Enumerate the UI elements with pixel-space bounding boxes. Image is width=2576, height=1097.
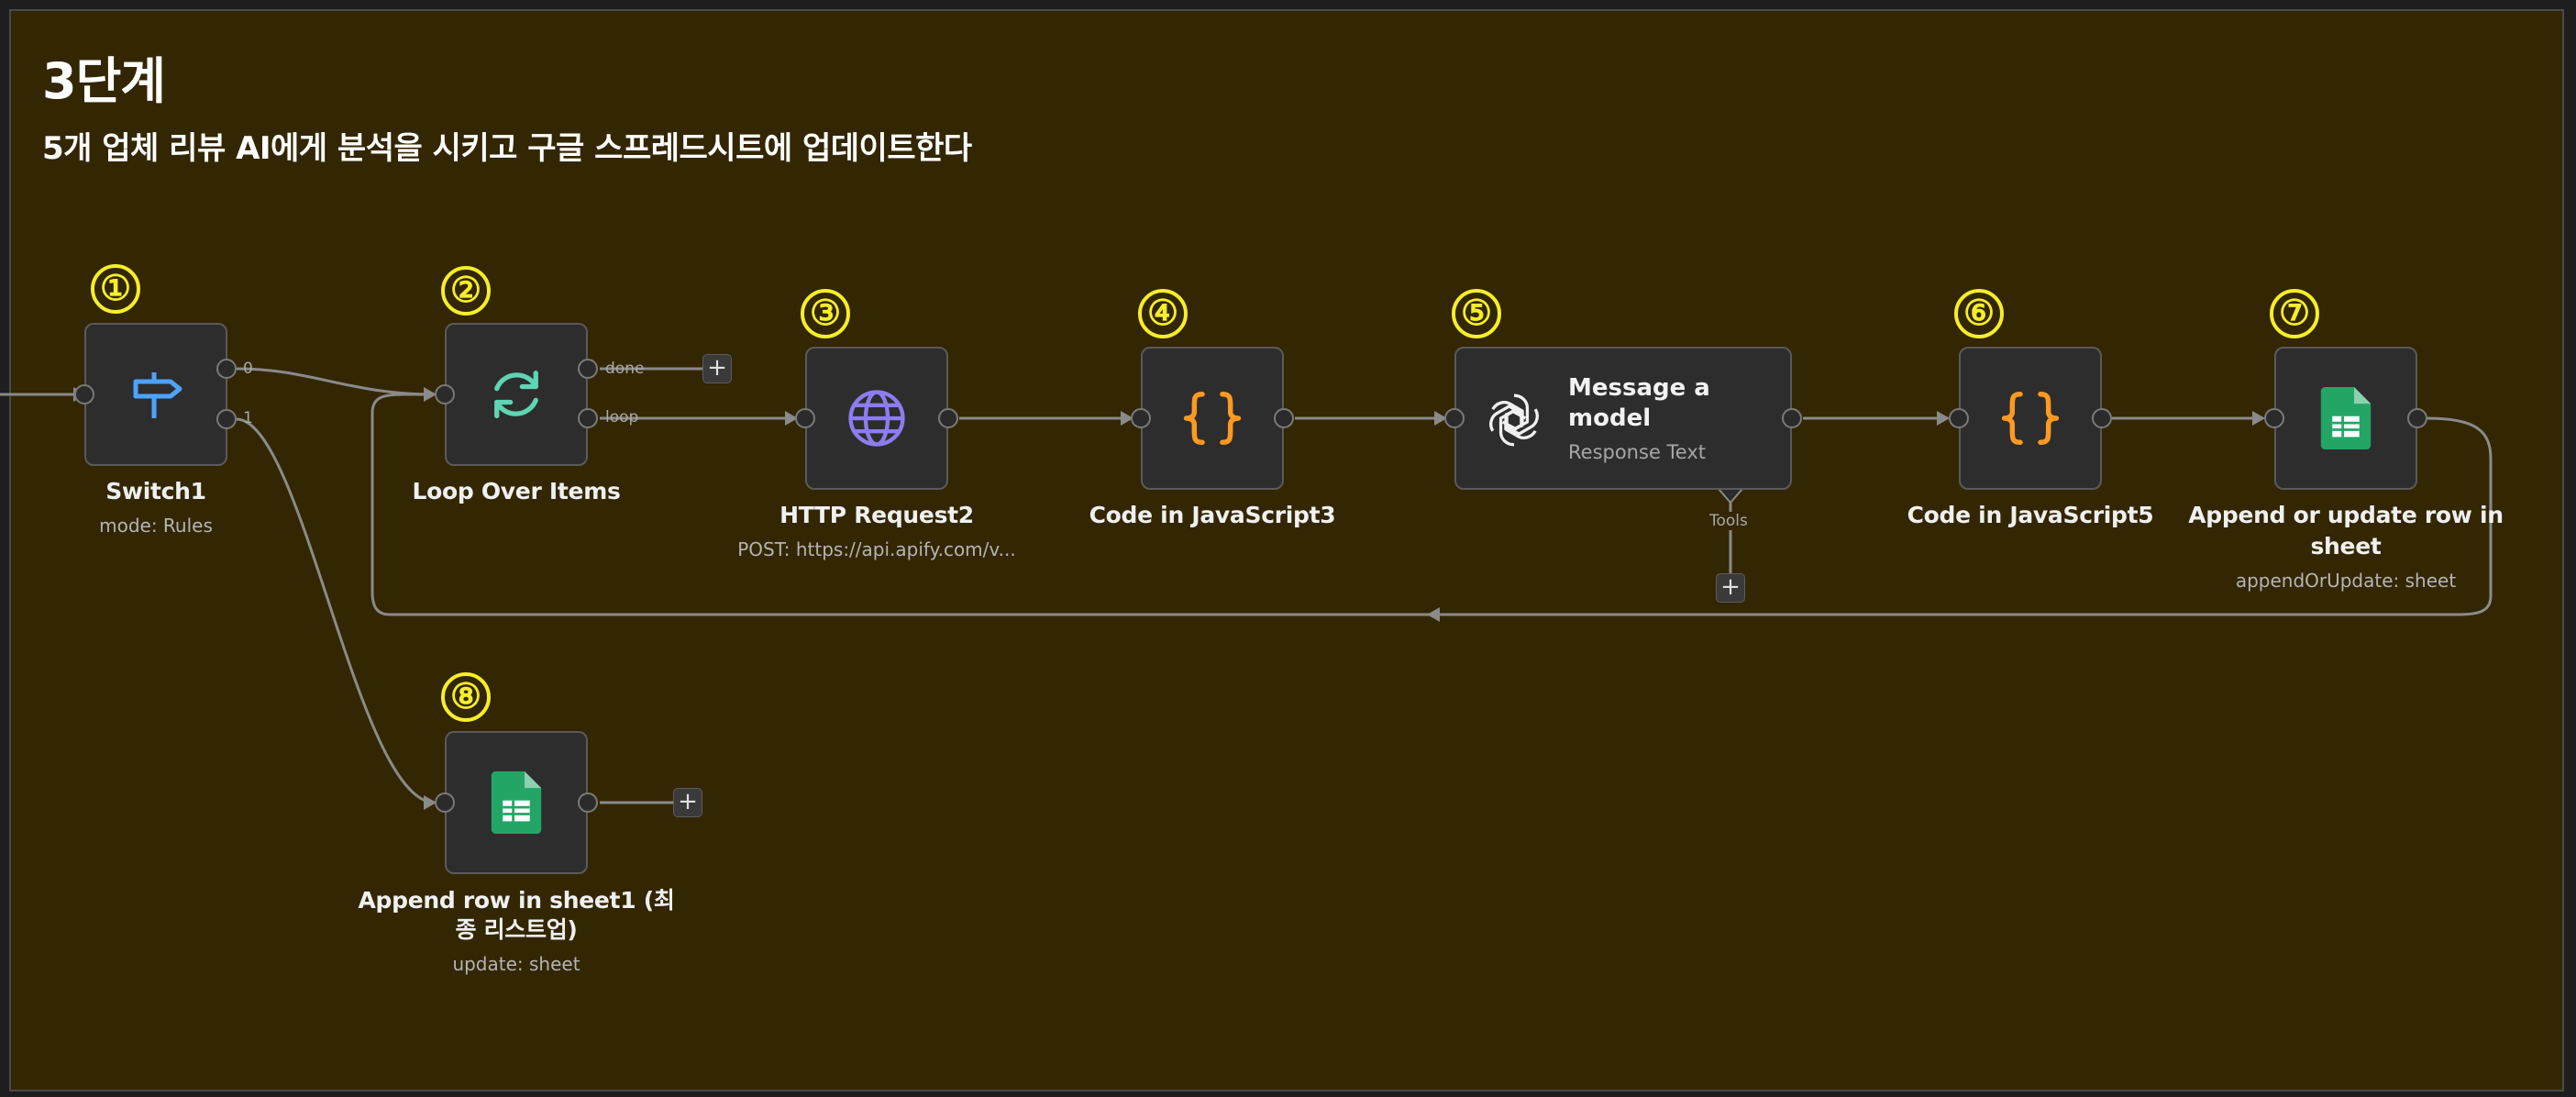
globe-icon xyxy=(848,390,905,447)
switch-node-sublabel: mode: Rules xyxy=(99,515,213,537)
model-output-handle[interactable] xyxy=(1782,408,1802,428)
sticky-note[interactable]: 3단계 5개 업체 리뷰 AI에게 분석을 시키고 구글 스프레드시트에 업데이… xyxy=(9,9,2564,1091)
sticky-subtitle: 5개 업체 리뷰 AI에게 분석을 시키고 구글 스프레드시트에 업데이트한다 xyxy=(42,130,972,167)
wire-loop-back xyxy=(370,393,2493,616)
append-row-label-line1: Append row in sheet1 (최 xyxy=(358,887,675,914)
loop-arrows-icon xyxy=(494,370,538,419)
append-row-node[interactable] xyxy=(445,731,588,874)
code-js5-node[interactable] xyxy=(1959,347,2102,490)
loop-output-loop-handle[interactable] xyxy=(578,408,598,428)
switch-output-0-handle[interactable] xyxy=(216,359,237,379)
curly-braces-icon xyxy=(1183,392,1242,445)
wire-switch-append xyxy=(236,417,436,804)
code5-input-handle[interactable] xyxy=(1949,408,1969,428)
http-output-handle[interactable] xyxy=(938,408,958,428)
loop-node-label: Loop Over Items xyxy=(412,478,621,504)
model-tools-add-button[interactable]: + xyxy=(1716,573,1745,603)
append-update-output-handle[interactable] xyxy=(2407,408,2427,428)
append-update-label-line1: Append or update row in xyxy=(2188,502,2504,528)
code3-node-label: Code in JavaScript3 xyxy=(1089,502,1336,528)
step-badge-6: ⑥ xyxy=(1954,289,2004,338)
google-sheets-icon xyxy=(491,771,542,834)
append-update-input-handle[interactable] xyxy=(2264,408,2284,428)
append-update-label-line2: sheet xyxy=(2310,533,2382,560)
append-row-label-line2: 종 리스트업) xyxy=(455,916,578,943)
switch-node[interactable] xyxy=(84,323,227,466)
switch-output-1-label: 1 xyxy=(243,409,253,427)
switch-node-label: Switch1 xyxy=(105,478,206,504)
switch-output-1-handle[interactable] xyxy=(216,409,237,429)
curly-braces-icon xyxy=(2001,392,2060,445)
http-input-handle[interactable] xyxy=(795,408,815,428)
loop-done-add-button[interactable]: + xyxy=(702,354,732,383)
code5-output-handle[interactable] xyxy=(2092,408,2112,428)
openai-icon xyxy=(1489,393,1539,447)
google-sheets-icon xyxy=(2320,387,2371,449)
switch-input-handle[interactable] xyxy=(74,384,94,404)
model-title-line1: Message a xyxy=(1568,374,1710,402)
loop-input-handle[interactable] xyxy=(435,384,455,404)
model-sublabel: Response Text xyxy=(1568,441,1707,463)
http-node-sublabel: POST: https://api.apify.com/v... xyxy=(737,538,1016,560)
loop-output-done-label: done xyxy=(605,360,645,378)
http-request-node[interactable] xyxy=(805,347,948,490)
step-badge-8: ⑧ xyxy=(441,672,491,722)
wire-switch-loop xyxy=(236,367,436,396)
code3-input-handle[interactable] xyxy=(1131,408,1151,428)
model-input-handle[interactable] xyxy=(1444,408,1465,428)
step-badge-4: ④ xyxy=(1138,289,1188,338)
signpost-icon xyxy=(133,372,182,418)
append-update-sublabel: appendOrUpdate: sheet xyxy=(2235,570,2457,592)
append-row-sublabel: update: sheet xyxy=(452,953,580,975)
loop-node[interactable] xyxy=(445,323,588,466)
step-badge-3: ③ xyxy=(801,289,850,338)
code5-node-label: Code in JavaScript5 xyxy=(1907,502,2154,528)
model-tools-label: Tools xyxy=(1709,512,1748,530)
step-badge-7: ⑦ xyxy=(2270,289,2319,338)
http-node-label: HTTP Request2 xyxy=(779,502,974,528)
step-badge-1: ① xyxy=(91,264,140,314)
model-title-line2: model xyxy=(1568,404,1652,432)
step-badge-5: ⑤ xyxy=(1452,289,1501,338)
message-model-node[interactable]: Message a model Response Text xyxy=(1454,347,1792,490)
loop-output-loop-label: loop xyxy=(605,408,639,427)
append-row-input-handle[interactable] xyxy=(435,792,455,813)
append-update-node[interactable] xyxy=(2274,347,2417,490)
code-js3-node[interactable] xyxy=(1141,347,1284,490)
sticky-title: 3단계 xyxy=(42,52,166,110)
step-badge-2: ② xyxy=(441,266,491,316)
code3-output-handle[interactable] xyxy=(1274,408,1294,428)
append-row-add-button[interactable]: + xyxy=(673,788,702,817)
switch-output-0-label: 0 xyxy=(243,360,253,378)
append-row-output-handle[interactable] xyxy=(578,792,598,813)
loop-output-done-handle[interactable] xyxy=(578,359,598,379)
